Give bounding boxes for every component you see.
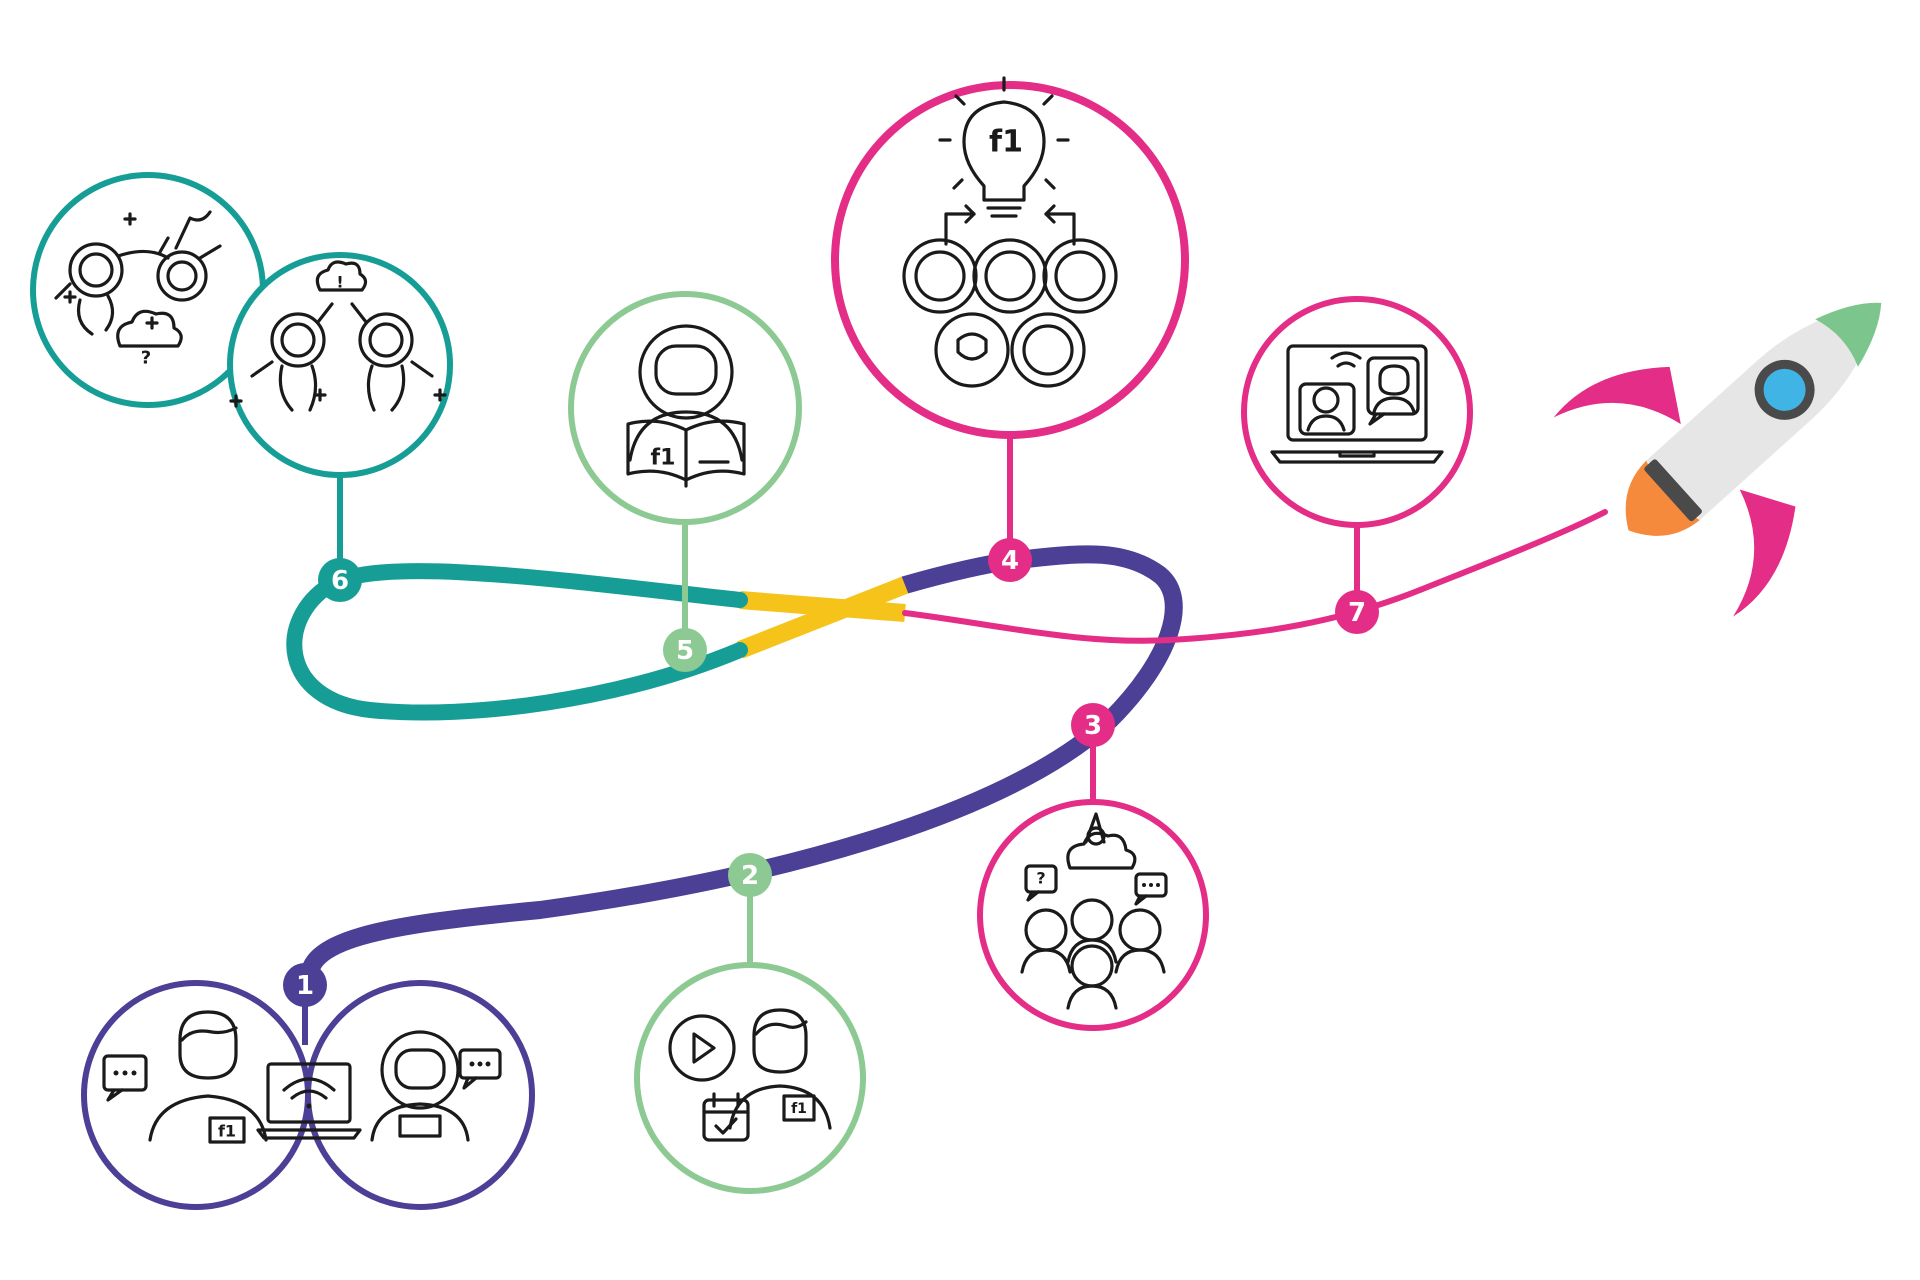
step-4-badge: 4: [988, 538, 1032, 582]
video-schedule-icon: [668, 1008, 832, 1142]
step-7-bubble: [1241, 296, 1473, 528]
step-badges: 1 2 3 4 5 6 7: [283, 538, 1379, 1007]
step-4-bubble: f1: [831, 76, 1189, 439]
step-2-logo-text: f1: [791, 1101, 807, 1117]
astronaut-reading-icon: [626, 324, 746, 488]
step-6-badge: 6: [318, 558, 362, 602]
step-6-exclamation: !: [336, 273, 343, 292]
path-crossing-yellow-b: [739, 591, 906, 622]
path-segment-teal: [286, 563, 748, 721]
step-1-badge: 1: [283, 963, 327, 1007]
step-3-question: ?: [1036, 869, 1045, 888]
path-crossing-yellow-a: [736, 576, 909, 659]
laptop-chat-icon: [1270, 344, 1444, 464]
svg-text:4: 4: [1001, 546, 1019, 576]
step-5-badge: 5: [663, 628, 707, 672]
step-3-dots: [1142, 883, 1160, 887]
svg-text:5: 5: [676, 636, 694, 666]
step-1-logo-text: f1: [218, 1122, 236, 1141]
step-7-badge: 7: [1335, 590, 1379, 634]
step-1-bubble: f1: [81, 980, 535, 1210]
step-5-logo-text: f1: [651, 446, 676, 471]
team-brainstorm-icon: [1020, 812, 1168, 1010]
speech-dots-left: [113, 1061, 491, 1076]
video-call-icon: [102, 1010, 502, 1144]
step-2-badge: 2: [728, 853, 772, 897]
step-6-question: ?: [141, 348, 151, 369]
step-4-logo-text: f1: [989, 125, 1023, 160]
step-2-bubble: f1: [634, 962, 866, 1194]
astronauts-floating-icon: [54, 210, 434, 412]
rocket-icon: [1553, 302, 1882, 617]
journey-path: [286, 509, 1608, 994]
svg-text:6: 6: [331, 566, 349, 596]
step-3-badge: 3: [1071, 703, 1115, 747]
svg-text:2: 2: [741, 861, 759, 891]
step-5-bubble: f1: [568, 291, 802, 525]
step-3-bubble: ?: [977, 799, 1209, 1031]
svg-text:1: 1: [296, 971, 314, 1001]
svg-text:7: 7: [1348, 598, 1366, 628]
idea-network-icon: [902, 76, 1118, 388]
step-6-bubble: ? !: [30, 172, 453, 478]
svg-text:3: 3: [1084, 711, 1102, 741]
path-segment-pink: [902, 509, 1608, 644]
sparkles: [63, 212, 447, 408]
